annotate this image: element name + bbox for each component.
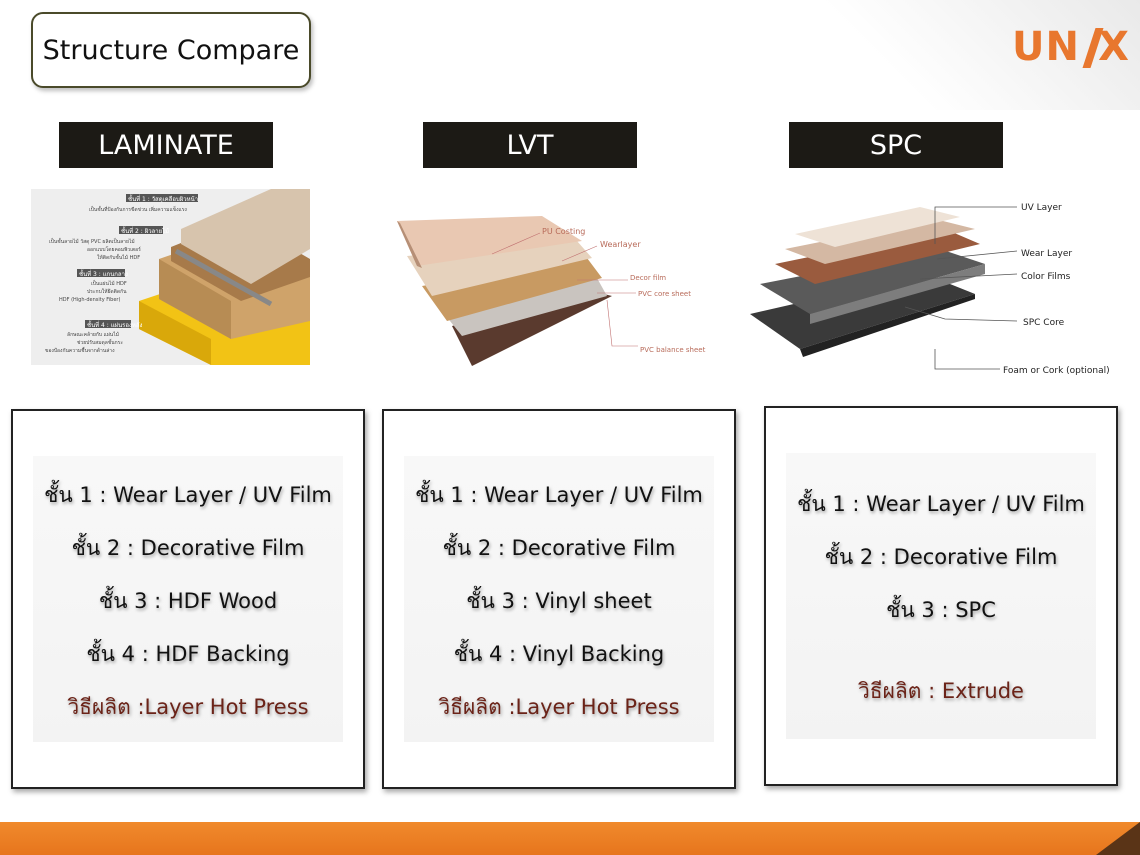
lvt-card: ชั้น 1 : Wear Layer / UV Film ชั้น 2 : D… <box>382 409 736 789</box>
spc-annotation-uv: UV Layer <box>1021 203 1062 213</box>
spc-layer-2: ชั้น 2 : Decorative Film <box>824 545 1058 569</box>
laminate-annotation-13: ช่วยปรับสมดุลชั้นกระ <box>77 337 123 346</box>
spc-annotation-wear: Wear Layer <box>1021 249 1072 259</box>
laminate-annotation-3: ชั้นที่ 2 : ผิวลายไม้ <box>121 225 169 235</box>
laminate-annotation-9: ประกบให้ยึดติดกัน <box>87 288 127 295</box>
spc-card-panel <box>786 453 1096 739</box>
spc-annotation-color: Color Films <box>1021 272 1071 282</box>
laminate-annotation-11: ชั้นที่ 4 : แผ่นรองหลัง <box>87 319 143 329</box>
laminate-annotation-6: ให้ติดกับชั้นไม้ HDF <box>97 252 140 261</box>
laminate-card-panel <box>33 456 343 742</box>
spc-annotation-core: SPC Core <box>1023 318 1065 328</box>
lvt-card-panel <box>404 456 714 742</box>
laminate-method: วิธีผลิต :Layer Hot Press <box>67 695 309 719</box>
lvt-structure-diagram: PU Costing Wearlayer Decor film PVC core… <box>397 216 706 366</box>
spc-card: ชั้น 1 : Wear Layer / UV Film ชั้น 2 : D… <box>764 406 1118 786</box>
laminate-layer-2: ชั้น 2 : Decorative Film <box>71 536 305 560</box>
lvt-annotation-wear: Wearlayer <box>600 240 641 249</box>
laminate-layer-4: ชั้น 4 : HDF Backing <box>86 642 290 666</box>
laminate-layer-3: ชั้น 3 : HDF Wood <box>98 589 278 613</box>
laminate-structure-diagram: ชั้นที่ 1 : วัสดุเคลือบผิวหน้า เป็นชั้นท… <box>31 189 310 365</box>
laminate-annotation-7: ชั้นที่ 3 : แกนกลาง <box>79 268 128 278</box>
label-spc: SPC <box>789 122 1003 168</box>
spc-layer-3: ชั้น 3 : SPC <box>886 598 996 622</box>
lvt-layer-1: ชั้น 1 : Wear Layer / UV Film <box>415 483 703 507</box>
lvt-layer-4: ชั้น 4 : Vinyl Backing <box>453 642 665 666</box>
spc-method: วิธีผลิต : Extrude <box>858 679 1024 703</box>
laminate-layer-1: ชั้น 1 : Wear Layer / UV Film <box>44 483 332 507</box>
spc-structure-diagram: UV Layer Wear Layer Color Films SPC Core… <box>745 189 1121 379</box>
label-lvt: LVT <box>423 122 637 168</box>
lvt-annotation-core: PVC core sheet <box>638 290 691 298</box>
laminate-annotation-14: ของป้องกันความชื้นจากด้านล่าง <box>45 345 115 354</box>
lvt-annotation-decor: Decor film <box>630 274 666 282</box>
laminate-annotation-4: เป็นชั้นลายไม้ วัสดุ PVC ผลิตเป็นลายไม้ <box>49 236 135 245</box>
label-laminate: LAMINATE <box>59 122 273 168</box>
laminate-annotation-1: ชั้นที่ 1 : วัสดุเคลือบผิวหน้า <box>128 193 198 203</box>
spc-annotation-foam: Foam or Cork (optional) <box>1003 366 1110 376</box>
lvt-method: วิธีผลิต :Layer Hot Press <box>438 695 680 719</box>
laminate-annotation-12: ลักษณะคล้ายกับ แผ่นไม้ <box>67 331 119 338</box>
header-corner-shade <box>760 0 1140 110</box>
laminate-annotation-5: ออกแบบโดยคอมพิวเตอร์ <box>87 246 141 253</box>
lvt-annotation-pu: PU Costing <box>542 227 585 236</box>
laminate-card: ชั้น 1 : Wear Layer / UV Film ชั้น 2 : D… <box>11 409 365 789</box>
laminate-annotation-8: เป็นแผ่นไม้ HDF <box>91 279 127 287</box>
lvt-annotation-balance: PVC balance sheet <box>640 346 706 354</box>
laminate-annotation-2: เป็นชั้นที่ป้องกันการขีดข่วน เพิ่มความแข… <box>89 204 187 213</box>
laminate-annotation-10: HDF (High-density Fiber) <box>59 297 120 303</box>
spc-layer-1: ชั้น 1 : Wear Layer / UV Film <box>797 492 1085 516</box>
page-title: Structure Compare <box>31 12 311 88</box>
lvt-layer-3: ชั้น 3 : Vinyl sheet <box>466 589 652 613</box>
footer-bar <box>0 822 1140 855</box>
lvt-layer-2: ชั้น 2 : Decorative Film <box>442 536 676 560</box>
